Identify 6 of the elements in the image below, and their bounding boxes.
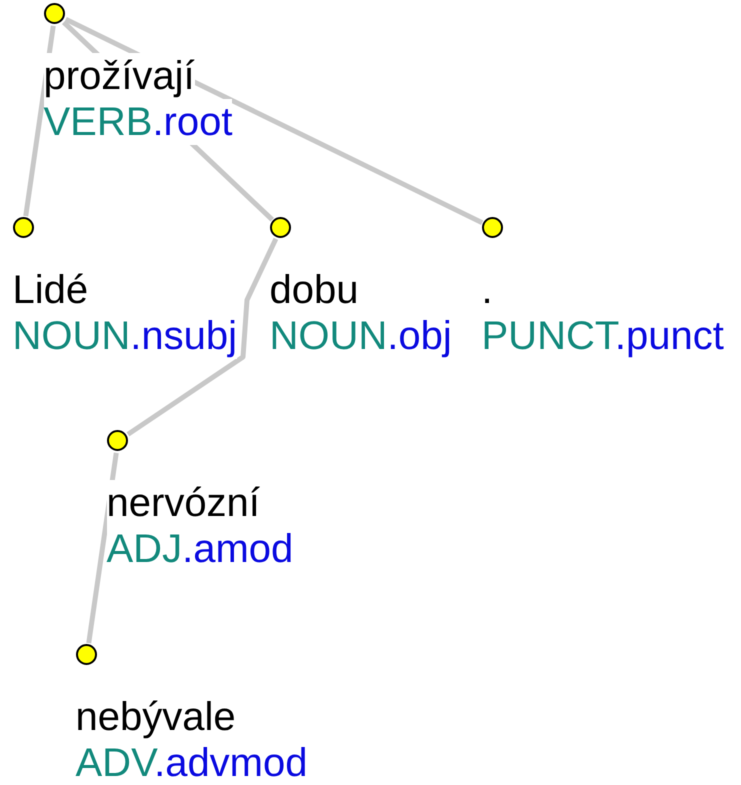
word-label: nervózní: [106, 480, 260, 526]
dependency-line: [126, 238, 278, 436]
tag-label: VERB.root: [44, 98, 232, 144]
dependency-line: [23, 26, 56, 216]
word-label: prožívají: [44, 52, 195, 98]
dependency-line: [86, 452, 119, 644]
